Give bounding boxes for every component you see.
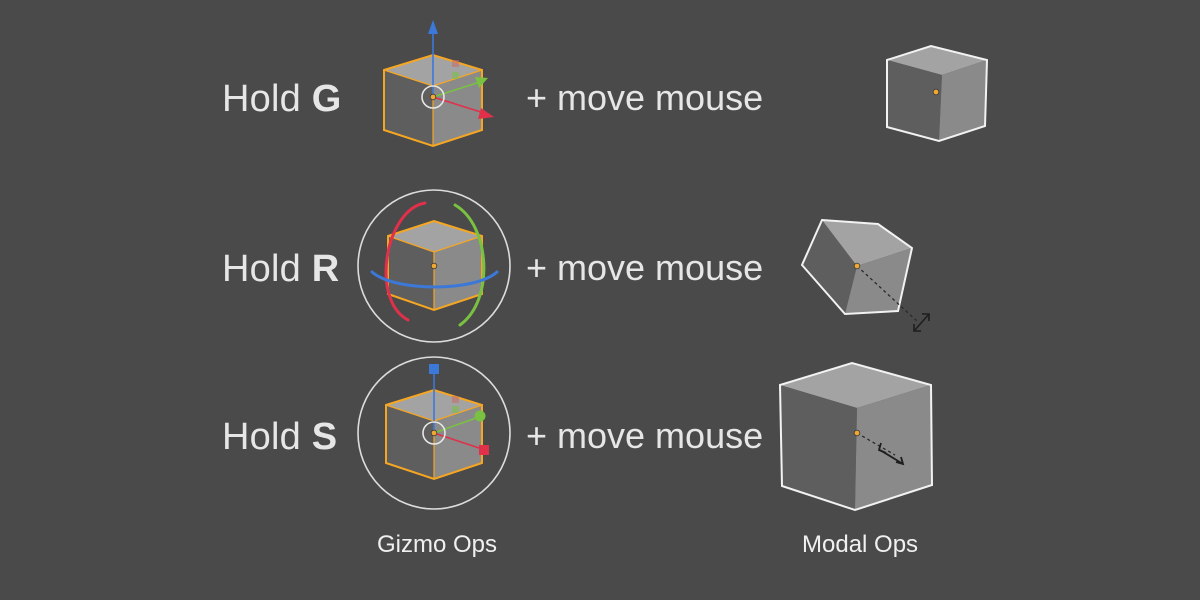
cube-left-face (887, 60, 942, 141)
cube-right-face (433, 70, 482, 146)
plane-handle-yz (452, 72, 459, 79)
cube-right-face (939, 60, 987, 141)
key-g: G (311, 78, 342, 120)
axis-z-arrow-icon (428, 20, 438, 34)
move-mouse-text-g: + move mouse (526, 77, 764, 118)
move-mouse-text-s: + move mouse (526, 415, 764, 456)
scale-handle-x-icon (479, 445, 489, 455)
cube-right-face (845, 248, 912, 314)
cube-left-face (384, 70, 433, 146)
view-handle-ring (421, 85, 445, 109)
view-handle-ring (422, 421, 446, 445)
hold-word: Hold (222, 78, 301, 120)
trackball-outer-ring (357, 189, 511, 343)
cube-top-face (822, 220, 912, 266)
move-mouse-text-r: + move mouse (526, 247, 764, 288)
rotation-arc-x (384, 201, 427, 322)
cube-left-face (802, 220, 857, 314)
axis-x-line (432, 96, 485, 114)
origin-dot (429, 93, 437, 101)
hold-s-label: Hold S (222, 418, 337, 456)
cube-right-face (434, 236, 482, 310)
plane-handle-xz (452, 60, 459, 67)
cube-top-face (887, 46, 987, 75)
cube-outline (886, 44, 989, 143)
origin-dot (430, 429, 438, 437)
cursor-arrows-icon (913, 313, 930, 332)
axis-x-arrow-icon (478, 108, 494, 119)
axis-x-line (433, 432, 480, 449)
scale-handle-z-icon (429, 364, 439, 374)
hold-word: Hold (222, 248, 301, 290)
key-r: R (311, 248, 340, 290)
key-s: S (311, 416, 338, 458)
rotation-arc-z (370, 270, 499, 289)
mouse-drag-dashed-line (856, 265, 919, 323)
mouse-drag-dashed-line (856, 432, 896, 456)
cube-outline (800, 218, 914, 316)
axis-y-line (433, 417, 477, 434)
cube-left-face (388, 236, 434, 310)
cube-left-face (386, 405, 434, 479)
gizmo-ops-caption: Gizmo Ops (377, 531, 498, 558)
modal-ops-caption: Modal Ops (802, 531, 919, 558)
origin-dot (932, 88, 940, 96)
cube-left-face (780, 385, 857, 510)
rotation-arc-y (453, 203, 486, 327)
origin-dot (853, 429, 861, 437)
hold-g-label: Hold G (222, 80, 341, 118)
hold-r-label: Hold R (222, 250, 339, 288)
cube-outline (778, 361, 934, 512)
cube-right-face (434, 405, 482, 479)
scale-outer-ring (357, 356, 511, 510)
origin-dot (430, 262, 438, 270)
hold-word: Hold (222, 416, 301, 458)
axis-y-arrow-icon (475, 77, 488, 88)
axis-y-line (432, 81, 481, 98)
origin-dot (853, 262, 861, 270)
scale-handle-y-icon (474, 410, 486, 422)
cursor-arrows-icon (877, 442, 905, 466)
cube-right-face (855, 385, 932, 510)
